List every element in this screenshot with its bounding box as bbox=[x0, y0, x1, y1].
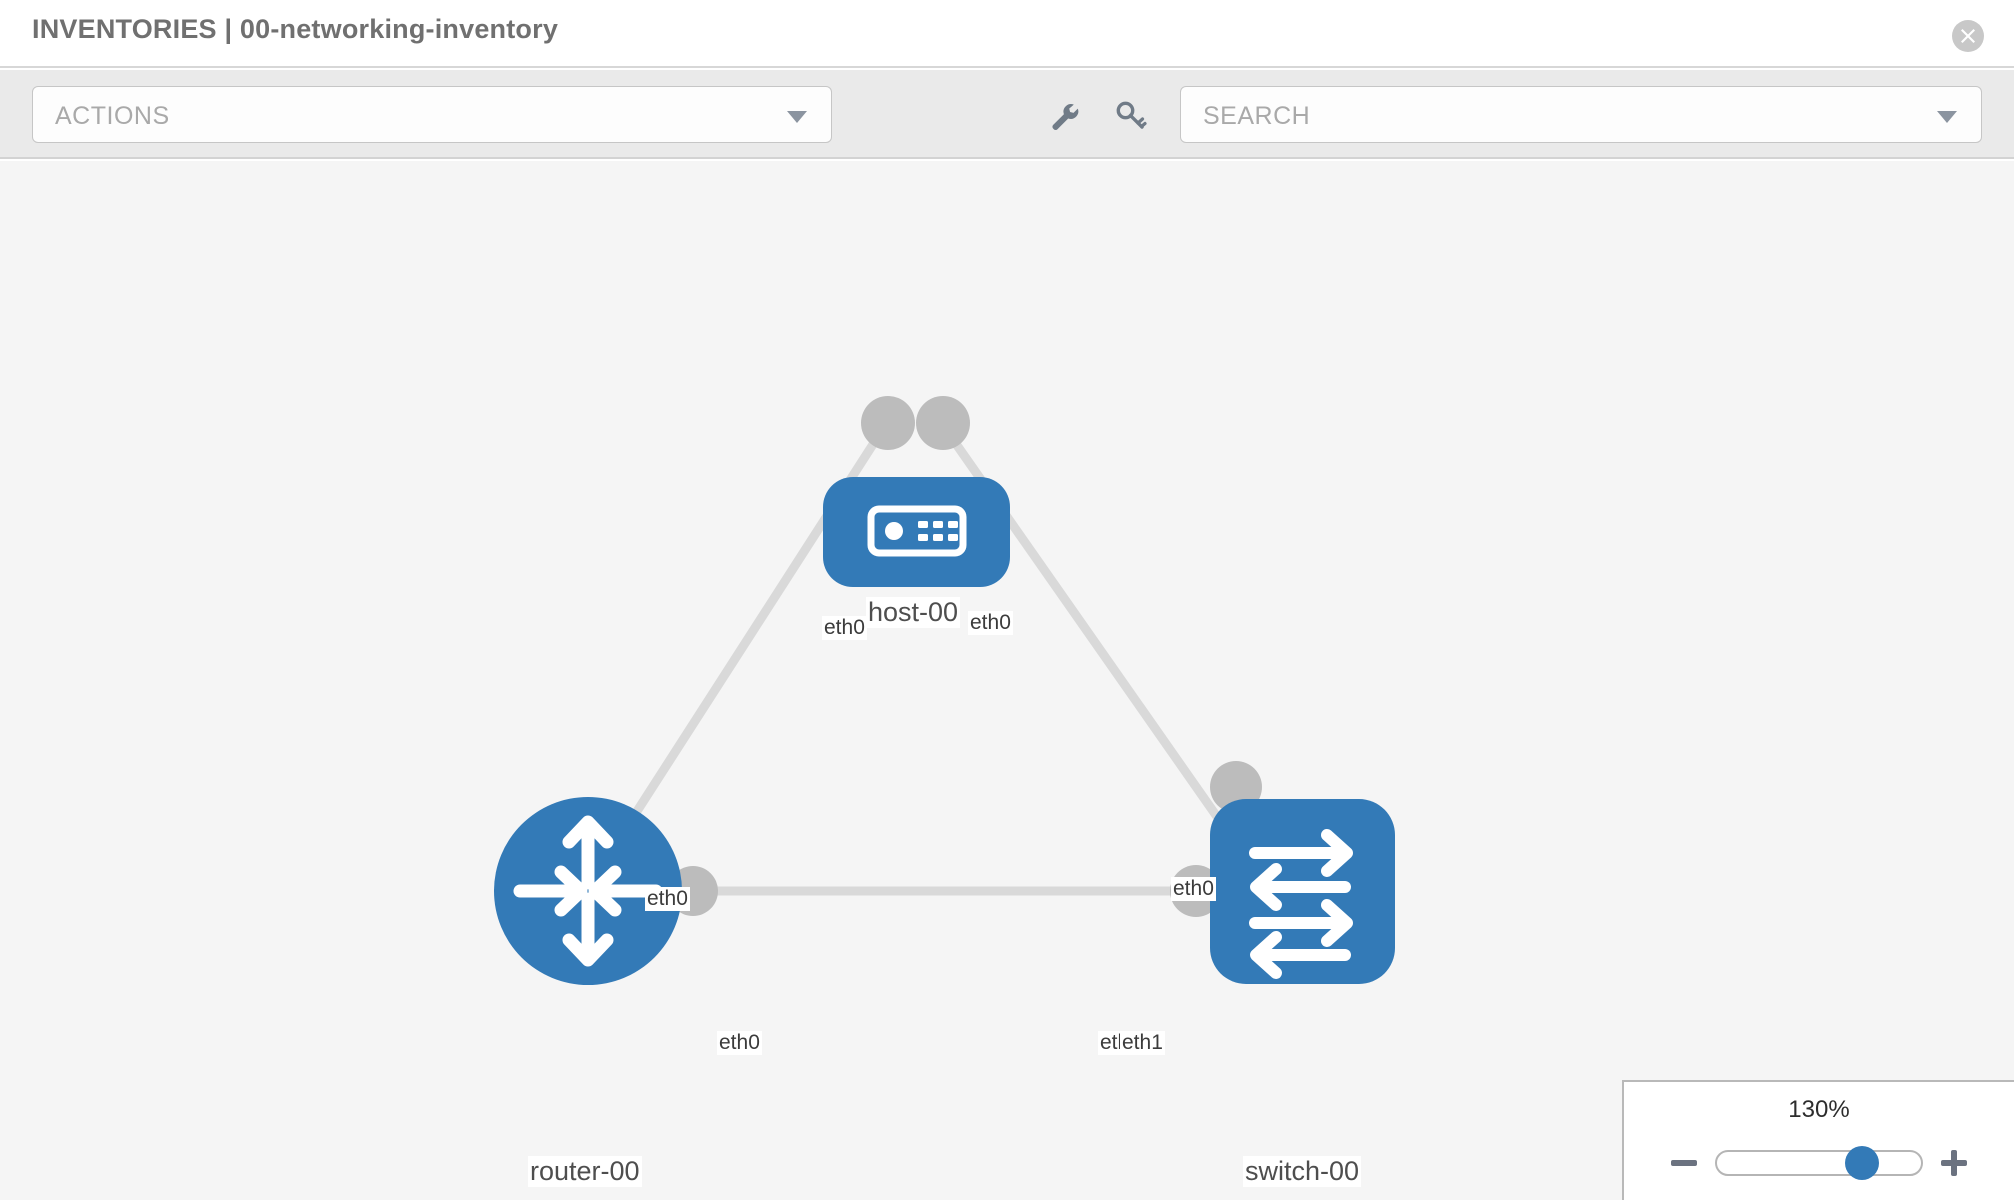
zoom-in-button[interactable] bbox=[1939, 1148, 1969, 1178]
actions-dropdown-label: ACTIONS bbox=[55, 102, 170, 130]
page-title: INVENTORIES | 00-networking-inventory bbox=[32, 14, 559, 44]
titlebar: INVENTORIES | 00-networking-inventory bbox=[0, 0, 2014, 68]
zoom-slider-thumb[interactable] bbox=[1845, 1146, 1879, 1180]
zoom-percent-label: 130% bbox=[1788, 1096, 1850, 1123]
wrench-icon[interactable] bbox=[1044, 96, 1084, 136]
search-input[interactable]: SEARCH bbox=[1180, 86, 1982, 143]
node-switch-00 bbox=[1210, 799, 1395, 984]
toolbar: ACTIONS SEARCH bbox=[0, 70, 2014, 159]
iface-label: eth0 bbox=[717, 1031, 762, 1055]
topology-canvas[interactable]: eth0 eth0 eth0 eth0 eth0 eth eth1 host-0… bbox=[0, 161, 2014, 1200]
iface-label: eth0 bbox=[1171, 877, 1216, 901]
connector-host-right bbox=[916, 396, 970, 450]
zoom-out-button[interactable] bbox=[1669, 1148, 1699, 1178]
iface-label: eth0 bbox=[822, 616, 867, 640]
node-label-switch-00: switch-00 bbox=[1243, 1156, 1362, 1187]
iface-label: eth1 bbox=[1120, 1031, 1165, 1055]
node-label-router-00: router-00 bbox=[528, 1156, 642, 1187]
zoom-control-panel: 130% bbox=[1622, 1080, 2014, 1200]
close-icon[interactable] bbox=[1952, 20, 1984, 52]
key-icon[interactable] bbox=[1111, 96, 1151, 136]
chevron-down-icon bbox=[787, 111, 807, 123]
node-router-00 bbox=[494, 797, 682, 985]
zoom-slider-row bbox=[1624, 1140, 2014, 1186]
topology-connectors bbox=[668, 396, 1262, 917]
search-chevron-down-icon[interactable] bbox=[1937, 111, 1957, 123]
zoom-slider[interactable] bbox=[1715, 1146, 1923, 1180]
node-label-host-00: host-00 bbox=[866, 597, 961, 628]
iface-label: eth0 bbox=[645, 887, 690, 911]
topology-graph bbox=[494, 396, 1395, 985]
connector-host-left bbox=[861, 396, 915, 450]
search-placeholder: SEARCH bbox=[1203, 102, 1311, 130]
actions-dropdown[interactable]: ACTIONS bbox=[32, 86, 832, 143]
node-host-00 bbox=[823, 477, 1010, 587]
iface-label: eth0 bbox=[968, 611, 1013, 635]
